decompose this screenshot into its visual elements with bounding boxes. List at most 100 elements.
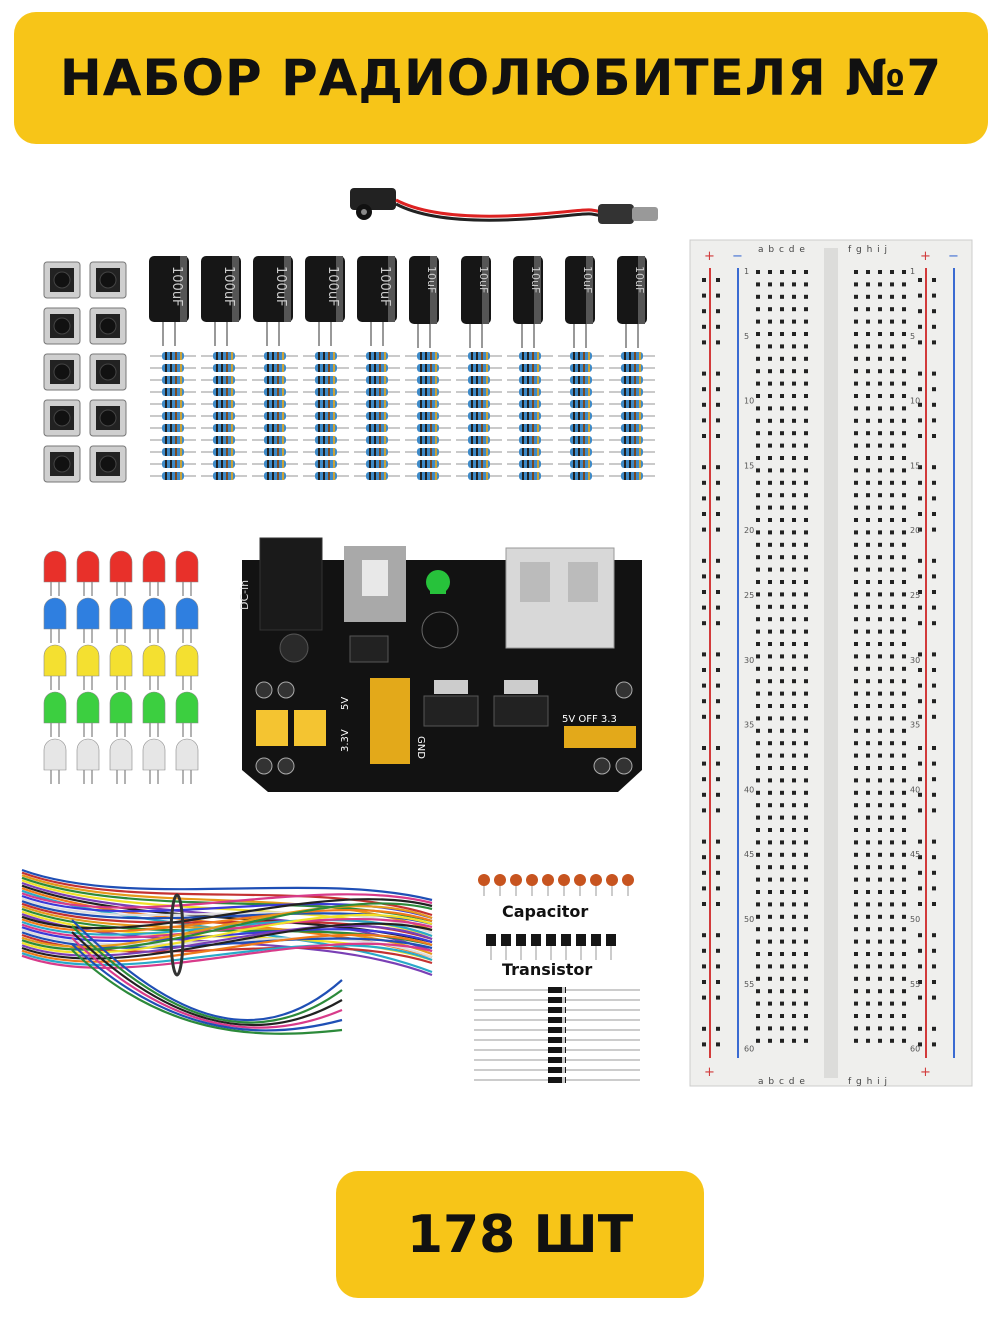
resistor <box>150 376 196 384</box>
jumper-wire <box>71 943 343 1032</box>
resistor <box>558 364 604 372</box>
row-number: 40 <box>910 785 920 794</box>
resistor <box>303 364 349 372</box>
resistor <box>405 400 451 408</box>
led <box>175 597 199 643</box>
jumper-wire <box>21 924 433 957</box>
resistor <box>354 412 400 420</box>
resistor <box>354 448 400 456</box>
label-3v3: 3.3V <box>340 729 351 752</box>
resistor <box>201 448 247 456</box>
diode <box>474 997 640 1003</box>
resistor <box>507 472 553 480</box>
resistor <box>507 400 553 408</box>
transistor <box>546 934 556 960</box>
led <box>76 644 100 690</box>
electrolytic-capacitor: 100uF <box>253 256 293 346</box>
resistor <box>201 424 247 432</box>
transistor <box>516 934 526 960</box>
resistor <box>558 400 604 408</box>
tact-button <box>43 353 81 391</box>
count-banner: 178 ШТ <box>336 1171 704 1298</box>
resistor <box>558 376 604 384</box>
resistor <box>558 424 604 432</box>
resistor <box>558 460 604 468</box>
resistor <box>354 388 400 396</box>
row-number: 15 <box>910 461 920 470</box>
resistor <box>252 376 298 384</box>
led <box>142 597 166 643</box>
resistor <box>456 364 502 372</box>
resistor <box>150 400 196 408</box>
ceramic-capacitor <box>622 874 634 896</box>
transistor <box>501 934 511 960</box>
resistor <box>558 436 604 444</box>
label-gnd: GND <box>415 736 426 759</box>
resistor <box>150 460 196 468</box>
resistor <box>609 364 655 372</box>
resistor <box>558 472 604 480</box>
led <box>109 738 133 784</box>
resistor <box>303 412 349 420</box>
row-number: 45 <box>910 850 920 859</box>
tact-button <box>43 445 81 483</box>
resistor <box>558 352 604 360</box>
jumper-wire <box>21 922 433 960</box>
transistor-label: Transistor <box>502 960 592 979</box>
jumper-wire <box>21 909 433 933</box>
diode <box>474 987 640 993</box>
led <box>109 691 133 737</box>
resistor <box>354 472 400 480</box>
row-number: 10 <box>910 397 920 406</box>
resistor <box>354 460 400 468</box>
diode <box>474 1077 640 1083</box>
row-number: 25 <box>744 591 754 600</box>
resistor <box>405 412 451 420</box>
columns-left-bottom: a b c d e <box>758 1077 806 1087</box>
capacitor-value-label: 10uF <box>633 266 646 293</box>
resistor <box>252 352 298 360</box>
electrolytic-capacitor: 10uF <box>461 256 491 348</box>
jumper-wire <box>71 919 343 1022</box>
resistor <box>609 448 655 456</box>
resistor <box>456 472 502 480</box>
columns-right-top: f g h i j <box>848 245 888 255</box>
minus-top-left: − <box>732 249 743 264</box>
row-number: 20 <box>910 526 920 535</box>
page-title: НАБОР РАДИОЛЮБИТЕЛЯ №7 <box>59 49 943 107</box>
columns-left-top: a b c d e <box>758 245 806 255</box>
led <box>43 550 67 596</box>
jumper-wire <box>21 892 433 909</box>
resistor <box>507 376 553 384</box>
item-count: 178 ШТ <box>406 1204 634 1265</box>
tact-button <box>43 261 81 299</box>
resistor <box>303 400 349 408</box>
resistor <box>252 448 298 456</box>
resistor <box>507 436 553 444</box>
resistor <box>252 388 298 396</box>
resistor <box>201 436 247 444</box>
jumper-wire <box>21 931 433 950</box>
label-5v: 5V <box>340 697 351 710</box>
dc-in-label: DC-in <box>238 580 251 610</box>
resistor <box>201 400 247 408</box>
resistor <box>507 412 553 420</box>
title-banner: НАБОР РАДИОЛЮБИТЕЛЯ №7 <box>14 12 988 144</box>
jumper-wires <box>21 868 433 1035</box>
jumper-wire <box>71 949 343 1035</box>
led <box>175 550 199 596</box>
resistor <box>303 424 349 432</box>
resistor <box>201 364 247 372</box>
led <box>43 597 67 643</box>
resistor <box>354 352 400 360</box>
tact-button <box>89 261 127 299</box>
row-number: 1 <box>910 267 915 276</box>
capacitor-value-label: 100uF <box>325 266 340 307</box>
resistor <box>609 388 655 396</box>
transistor <box>486 934 496 960</box>
row-number: 5 <box>910 332 915 341</box>
switch-labels: 5V OFF 3.3 <box>562 714 617 725</box>
led <box>76 691 100 737</box>
led <box>76 738 100 784</box>
